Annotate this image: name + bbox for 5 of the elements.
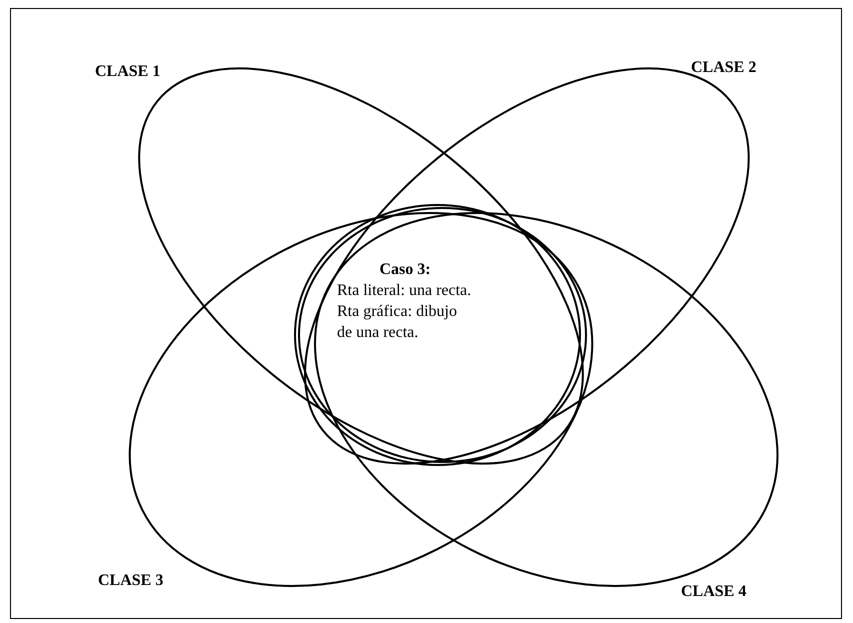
class-label: CLASE 3 [98,572,164,590]
class-label: CLASE 2 [690,59,756,77]
class-label: CLASE 4 [680,582,746,601]
class-label: CLASE 1 [95,63,160,81]
case-description: Caso 3: Rta literal: una recta. Rta gráfica: dibujo de una recta. [337,260,472,343]
